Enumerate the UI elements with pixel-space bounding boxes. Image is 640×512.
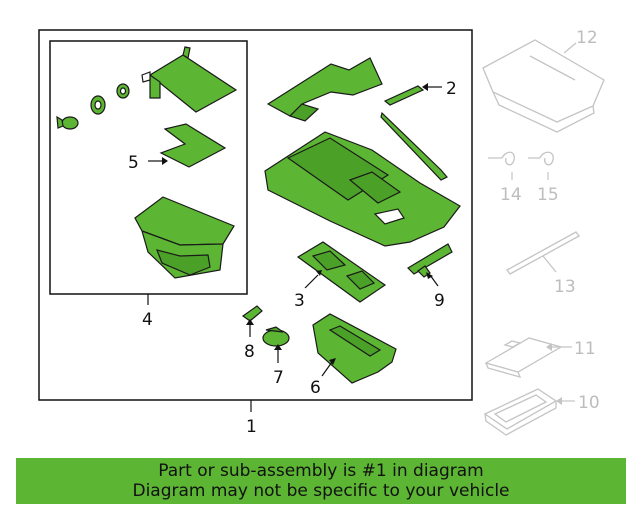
callout-9: 9 (434, 291, 445, 311)
arrow-3 (316, 270, 322, 276)
arrow-8 (246, 319, 254, 325)
bracket-plate[interactable] (141, 46, 238, 113)
callout-10: 10 (578, 393, 600, 413)
leader-6 (321, 361, 333, 377)
clip-part[interactable] (116, 83, 130, 99)
leader-13 (542, 255, 557, 273)
callout-7: 7 (273, 368, 284, 388)
banner-line-2: Diagram may not be specific to your vehi… (132, 481, 510, 501)
part-10-ghost-tray[interactable] (483, 388, 558, 436)
part-6-bin[interactable] (312, 313, 397, 384)
screw-part[interactable] (56, 115, 79, 130)
callout-8: 8 (244, 342, 255, 362)
callout-12: 12 (576, 28, 598, 48)
callout-2: 2 (446, 79, 457, 99)
part-5-pad[interactable] (159, 123, 227, 168)
part-9-bracket[interactable] (407, 243, 453, 278)
banner-line-1: Part or sub-assembly is #1 in diagram (158, 461, 484, 481)
main-console[interactable] (264, 131, 461, 247)
long-rod[interactable] (380, 111, 448, 181)
arrow-5 (162, 157, 168, 165)
callout-13: 13 (554, 277, 576, 297)
leader-3 (304, 274, 319, 289)
washer-part[interactable] (90, 95, 106, 115)
part-15-ghost-clip[interactable] (528, 151, 554, 166)
upper-duct[interactable] (266, 57, 383, 122)
part-11-ghost-pad[interactable] (484, 337, 563, 378)
callout-4: 4 (142, 310, 153, 330)
callout-6: 6 (310, 378, 321, 398)
arrow-9 (426, 272, 433, 279)
assembly-frame (38, 29, 473, 401)
storage-bin[interactable] (134, 196, 235, 279)
callout-14: 14 (500, 185, 522, 205)
part-8-clip[interactable] (241, 305, 263, 322)
arrow-6 (329, 358, 336, 365)
callout-3: 3 (294, 291, 305, 311)
part-7-cap[interactable] (262, 326, 290, 347)
arrow-2 (422, 83, 428, 91)
callout-5: 5 (128, 153, 139, 173)
callout-15: 15 (537, 185, 559, 205)
callout-1: 1 (246, 417, 257, 437)
part-14-ghost-clip[interactable] (488, 151, 515, 166)
leader-12 (563, 42, 577, 54)
arrow-11 (546, 343, 552, 351)
arrow-7 (274, 344, 282, 350)
part-2-strip[interactable] (383, 85, 425, 106)
part-12-ghost-box[interactable] (482, 39, 605, 133)
info-banner: Part or sub-assembly is #1 in diagram Di… (16, 458, 626, 504)
part-13-ghost-rod[interactable] (506, 231, 580, 275)
parts-diagram: 1 4 5 2 (38, 28, 605, 437)
part-3-tray[interactable] (296, 241, 387, 303)
callout-11: 11 (574, 339, 596, 359)
arrow-10 (556, 397, 562, 405)
